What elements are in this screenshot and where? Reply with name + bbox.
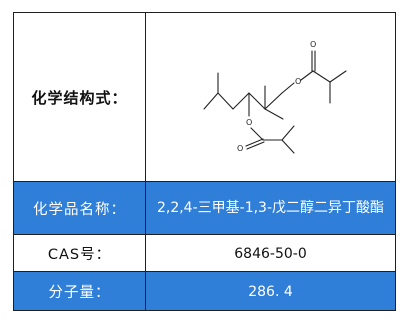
name-value: 2,2,4-三甲基-1,3-戊二醇二异丁酸酯 — [156, 200, 385, 216]
bond — [263, 108, 284, 120]
bond — [249, 127, 264, 141]
cas-row: CAS号： 6846-50-0 — [13, 234, 396, 272]
bond — [202, 92, 219, 110]
bond — [216, 92, 234, 110]
chemical-info-table: 化学结构式： — [13, 12, 396, 311]
name-row: 化学品名称： 2,2,4-三甲基-1,3-戊二醇二异丁酸酯 — [13, 181, 396, 235]
cas-value-cell: 6846-50-0 — [145, 234, 396, 272]
bond — [299, 70, 314, 81]
bond — [280, 125, 295, 141]
double-bond — [244, 138, 264, 147]
bond — [231, 92, 250, 110]
mw-label: 分子量： — [48, 284, 111, 301]
bond — [280, 82, 295, 94]
structural-formula-image: O O O — [202, 40, 347, 154]
structure-label-cell: 化学结构式： — [13, 12, 146, 182]
atom-o-ether-bottom: O — [246, 118, 252, 127]
double-bond — [245, 141, 265, 150]
bond — [328, 70, 347, 83]
cas-label-cell: CAS号： — [13, 234, 146, 272]
bond — [311, 70, 331, 83]
name-label-cell: 化学品名称： — [13, 181, 146, 235]
bond — [263, 92, 283, 110]
atom-o-ether-top: O — [295, 77, 301, 86]
bond — [280, 139, 295, 154]
atom-o-carbonyl-top: O — [310, 40, 316, 49]
structure-row: 化学结构式： — [13, 12, 396, 182]
name-label: 化学品名称： — [33, 201, 126, 218]
molecular-weight-row: 分子量： 286. 4 — [13, 271, 396, 311]
mw-value-cell: 286. 4 — [145, 271, 396, 311]
bond — [247, 92, 266, 110]
cas-value: 6846-50-0 — [234, 245, 307, 262]
name-value-cell: 2,2,4-三甲基-1,3-戊二醇二异丁酸酯 — [145, 181, 396, 235]
mw-label-cell: 分子量： — [13, 271, 146, 311]
cas-label: CAS号： — [47, 246, 112, 263]
atom-o-carbonyl-bottom: O — [237, 144, 243, 153]
mw-value: 286. 4 — [248, 283, 293, 300]
structure-cell: O O O — [145, 12, 396, 182]
structure-label: 化学结构式： — [31, 88, 128, 107]
